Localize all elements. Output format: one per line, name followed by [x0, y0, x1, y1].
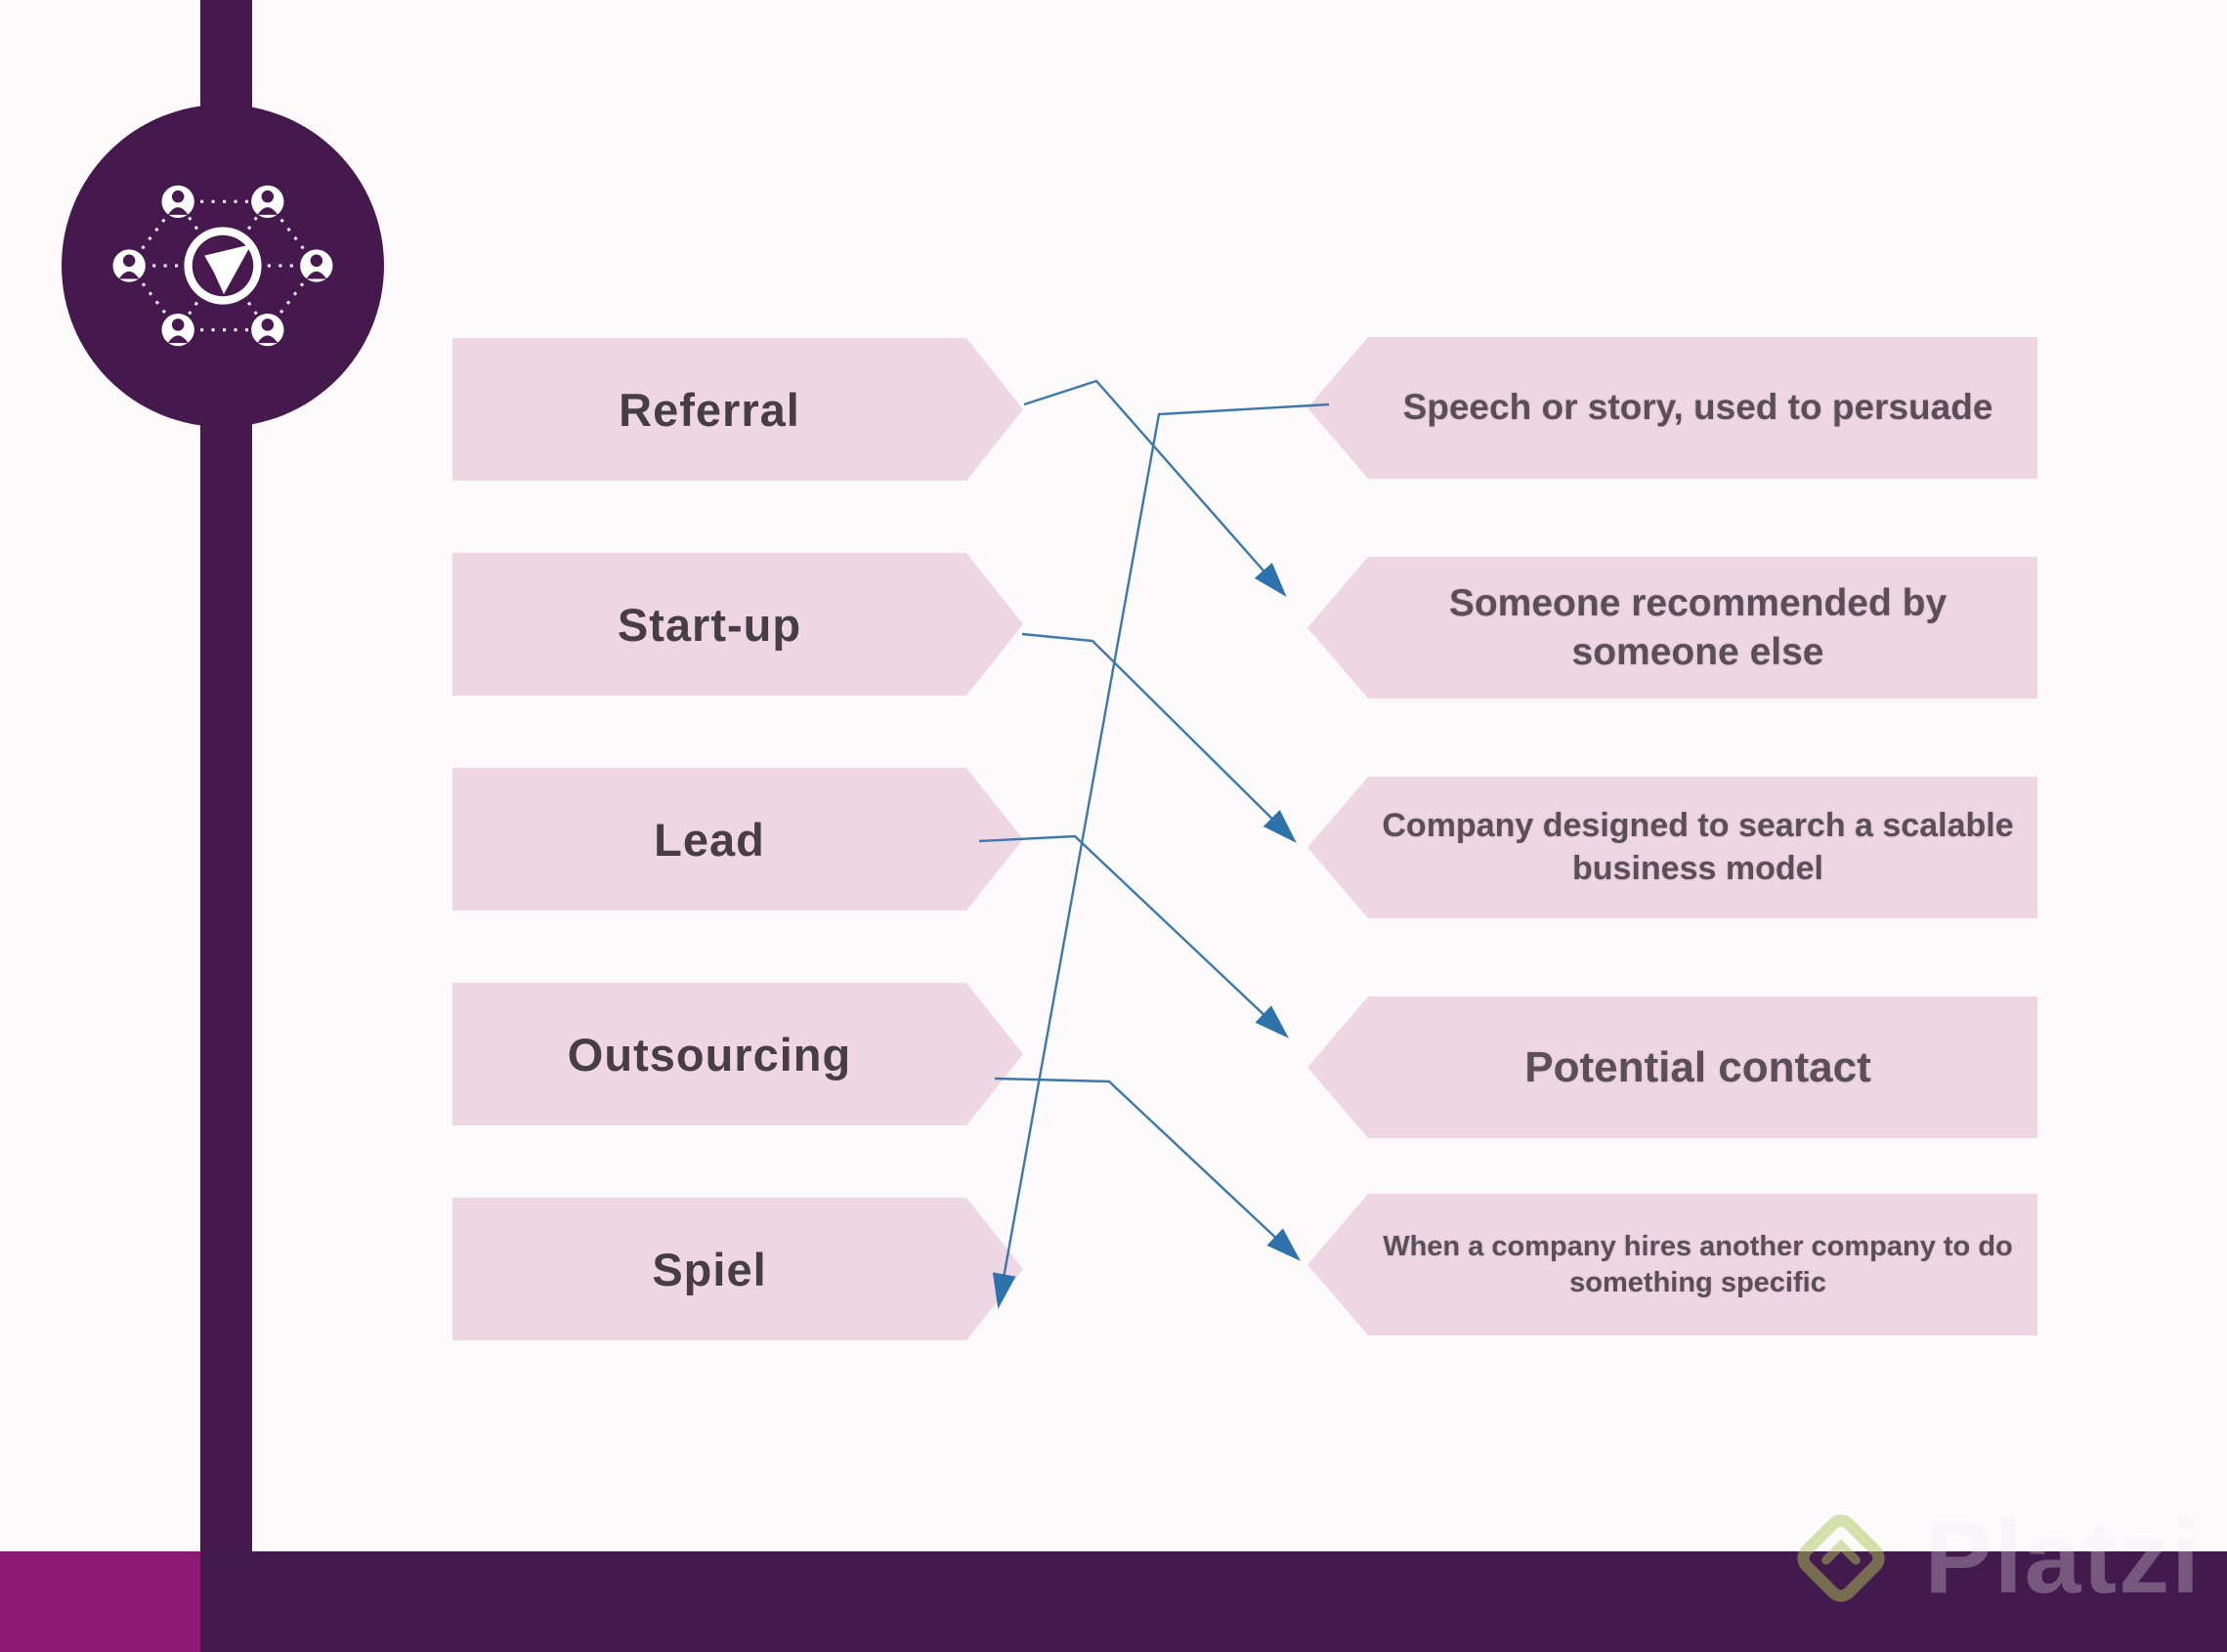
- bottom-bar: [0, 1551, 2227, 1652]
- term-label: Referral: [619, 383, 800, 436]
- definition-label: Potential contact: [1524, 1042, 1871, 1091]
- definition-box-speech-story: Speech or story, used to persuade: [1307, 337, 2037, 479]
- term-label: Start-up: [617, 598, 802, 651]
- connector-referral-to-someone-recommended: [1023, 379, 1287, 598]
- term-box-startup: Start-up: [452, 553, 1023, 696]
- platzi-watermark: Platzi: [1781, 1499, 2202, 1618]
- term-box-lead: Lead: [452, 768, 1023, 911]
- term-label: Lead: [654, 813, 765, 866]
- definition-label: Company designed to search a scalable bu…: [1382, 807, 2014, 887]
- definition-box-company-hires: When a company hires another company to …: [1307, 1194, 2037, 1335]
- connector-outsourcing-to-company-hires: [994, 1077, 1301, 1261]
- term-box-spiel: Spiel: [452, 1198, 1023, 1340]
- bottom-bar-accent: [0, 1551, 200, 1652]
- connector-startup-to-company-scalable: [1021, 632, 1297, 843]
- definition-label: When a company hires another company to …: [1383, 1230, 2013, 1298]
- brand-badge: [62, 105, 384, 427]
- watermark-text: Platzi: [1924, 1501, 2202, 1615]
- definition-box-potential-contact: Potential contact: [1307, 996, 2037, 1138]
- definition-box-company-scalable: Company designed to search a scalable bu…: [1307, 777, 2037, 918]
- definition-box-someone-recommended: Someone recommended by someone else: [1307, 557, 2037, 699]
- connector-speech-story-to-spiel: [992, 402, 1330, 1309]
- connector-lead-to-potential-contact: [978, 834, 1289, 1038]
- term-label: Outsourcing: [567, 1028, 852, 1080]
- term-box-referral: Referral: [452, 338, 1023, 481]
- definition-label: Someone recommended by someone else: [1448, 581, 1948, 673]
- term-box-outsourcing: Outsourcing: [452, 983, 1023, 1125]
- platzi-diamond-icon: [1797, 1514, 1885, 1602]
- network-icon: [112, 185, 333, 347]
- definition-label: Speech or story, used to persuade: [1402, 387, 1993, 427]
- term-label: Spiel: [652, 1243, 767, 1295]
